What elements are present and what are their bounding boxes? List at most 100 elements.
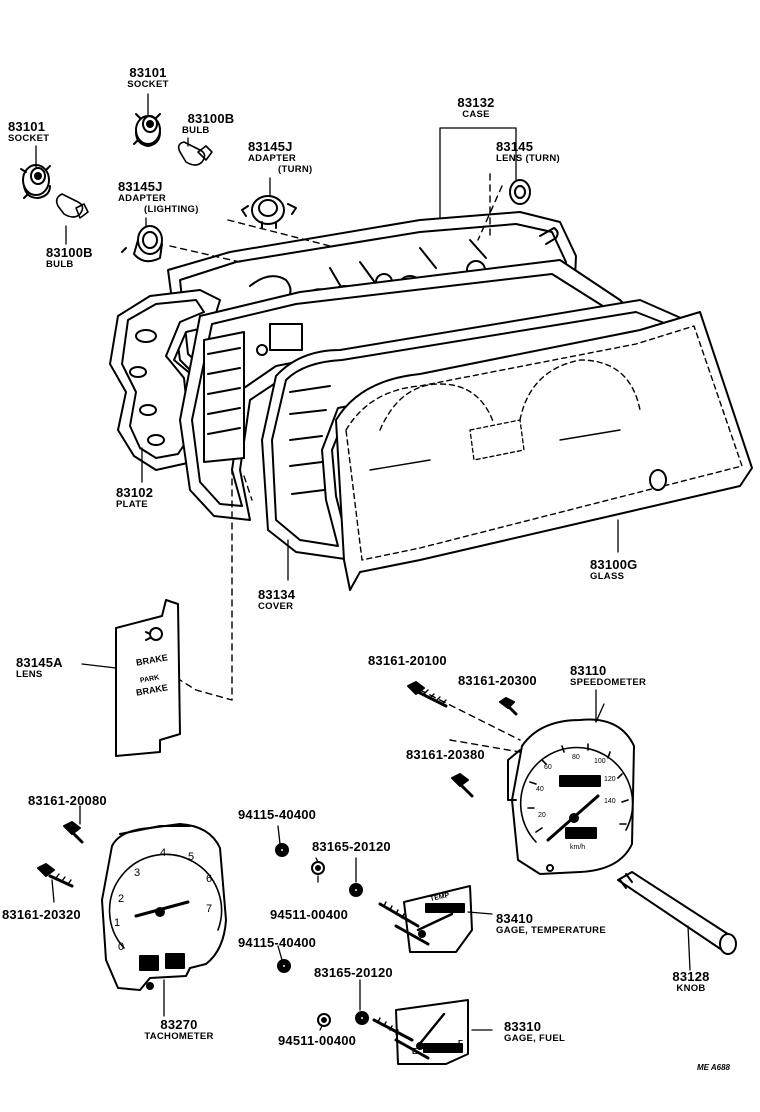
label-screw-20080: 83161-20080 — [28, 794, 128, 807]
part-number: 83145A — [16, 655, 63, 670]
label-plate: 83102 PLATE — [116, 486, 176, 510]
brake-lens-drawing — [115, 599, 181, 757]
part-number: 83128 — [672, 969, 710, 984]
socket-left-drawing — [20, 164, 51, 199]
part-name: TACHOMETER — [144, 1031, 214, 1042]
tach-mark-7: 7 — [206, 903, 213, 915]
part-number: 83165-20120 — [314, 965, 393, 980]
speedo-mark-60: 60 — [544, 764, 552, 771]
tach-mark-4: 4 — [160, 847, 167, 859]
label-gage-temp: 83410 GAGE, TEMPERATURE — [496, 912, 666, 936]
part-name: GLASS — [590, 571, 625, 582]
screw-20380-drawing — [451, 773, 474, 798]
part-name: KNOB — [676, 983, 706, 994]
part-name-2: (TURN) — [278, 163, 313, 175]
part-name: ADAPTER — [248, 153, 297, 164]
adapter-lighting-drawing — [121, 225, 163, 263]
label-clip-20120-b: 83165-20120 — [314, 966, 414, 979]
label-tachometer: 83270 TACHOMETER — [124, 1018, 234, 1042]
label-clip-20120-a: 83165-20120 — [312, 840, 412, 853]
part-number: 83410 — [496, 911, 534, 926]
socket-top-drawing — [133, 113, 161, 147]
fuel-gage-drawing — [372, 999, 469, 1065]
adapter-turn-drawing — [241, 195, 297, 229]
part-name: SOCKET — [8, 133, 50, 144]
part-number: 83165-20120 — [312, 839, 391, 854]
part-number: 83161-20300 — [458, 673, 537, 688]
speedo-mark-140: 140 — [604, 798, 616, 805]
speedo-mark-40: 40 — [536, 786, 544, 793]
part-number: 94115-40400 — [238, 935, 317, 950]
tach-mark-5: 5 — [188, 851, 195, 863]
screw-20080-drawing — [63, 821, 84, 844]
label-lens-turn: 83145 LENS (TURN) — [496, 140, 596, 164]
label-screw-20100: 83161-20100 — [368, 654, 468, 667]
screw-20100-drawing — [407, 681, 448, 708]
label-adapter-lighting: 83145J ADAPTER (LIGHTING) — [118, 180, 228, 214]
part-number: 83310 — [504, 1019, 542, 1034]
glass-drawing — [335, 311, 753, 591]
tach-mark-3: 3 — [134, 867, 141, 879]
part-number: 83102 — [116, 485, 154, 500]
temp-gage-drawing — [378, 885, 473, 953]
nut-washer-drawing — [275, 843, 369, 1027]
part-number: 83100B — [46, 245, 93, 260]
part-name: ADAPTER — [118, 193, 167, 204]
part-number: 83161-20080 — [28, 793, 107, 808]
bulb-top-drawing — [177, 141, 213, 166]
drawing-code: ME A688 — [696, 1063, 730, 1072]
label-washer-00400-a: 94511-00400 — [270, 908, 370, 921]
label-bulb-left: 83100B BULB — [46, 246, 116, 270]
part-number: 83145J — [118, 179, 163, 194]
part-number: 83101 — [8, 119, 46, 134]
part-number: 94511-00400 — [278, 1033, 357, 1048]
fuel-gage-text-f: F — [458, 1039, 463, 1048]
speedo-mark-100: 100 — [594, 758, 606, 765]
tachometer-drawing — [101, 823, 227, 991]
speedo-mark-80: 80 — [572, 754, 580, 761]
bulb-left-drawing — [55, 193, 89, 219]
speedo-mark-120: 120 — [604, 776, 616, 783]
part-number: 83145J — [248, 139, 293, 154]
part-name-2: (LIGHTING) — [144, 203, 199, 215]
screw-20300-drawing — [499, 697, 518, 716]
part-number: 83100G — [590, 557, 638, 572]
leader-lines — [35, 93, 691, 1031]
part-number: 83134 — [258, 587, 296, 602]
part-number: 83161-20380 — [406, 747, 485, 762]
speedo-unit: km/h — [570, 844, 586, 851]
label-screw-20300: 83161-20300 — [458, 674, 558, 687]
label-case: 83132 CASE — [444, 96, 508, 120]
label-socket-top: 83101 SOCKET — [110, 66, 186, 90]
label-bulb-top: 83100B BULB — [176, 112, 246, 136]
label-glass: 83100G GLASS — [590, 558, 660, 582]
part-name: GAGE, TEMPERATURE — [496, 925, 606, 936]
part-number: 83270 — [160, 1017, 198, 1032]
label-socket-left: 83101 SOCKET — [8, 120, 78, 144]
part-number: 83100B — [187, 111, 235, 126]
tach-mark-6: 6 — [206, 873, 213, 885]
tach-mark-2: 2 — [118, 893, 125, 905]
label-adapter-turn: 83145J ADAPTER (TURN) — [248, 140, 328, 174]
tach-mark-0: 0 — [118, 941, 125, 953]
label-lens-brake: 83145A LENS — [16, 656, 86, 680]
tach-mark-1: 1 — [114, 917, 121, 929]
part-number: 83101 — [129, 65, 167, 80]
part-number: 83161-20100 — [368, 653, 447, 668]
part-number: 83161-20320 — [2, 907, 81, 922]
lens-turn-drawing — [509, 179, 531, 205]
label-screw-20380: 83161-20380 — [406, 748, 506, 761]
part-name: COVER — [258, 601, 294, 612]
part-number: 94511-00400 — [270, 907, 349, 922]
label-cover: 83134 COVER — [258, 588, 318, 612]
speedo-mark-20: 20 — [538, 812, 546, 819]
fuel-gage-text-e: E — [412, 1047, 418, 1056]
part-name: BULB — [46, 259, 74, 270]
part-name: GAGE, FUEL — [504, 1033, 566, 1044]
part-name: SPEEDOMETER — [570, 677, 647, 688]
part-number: 83132 — [457, 95, 495, 110]
part-number: 83110 — [570, 663, 607, 678]
label-gage-fuel: 83310 GAGE, FUEL — [504, 1020, 614, 1044]
